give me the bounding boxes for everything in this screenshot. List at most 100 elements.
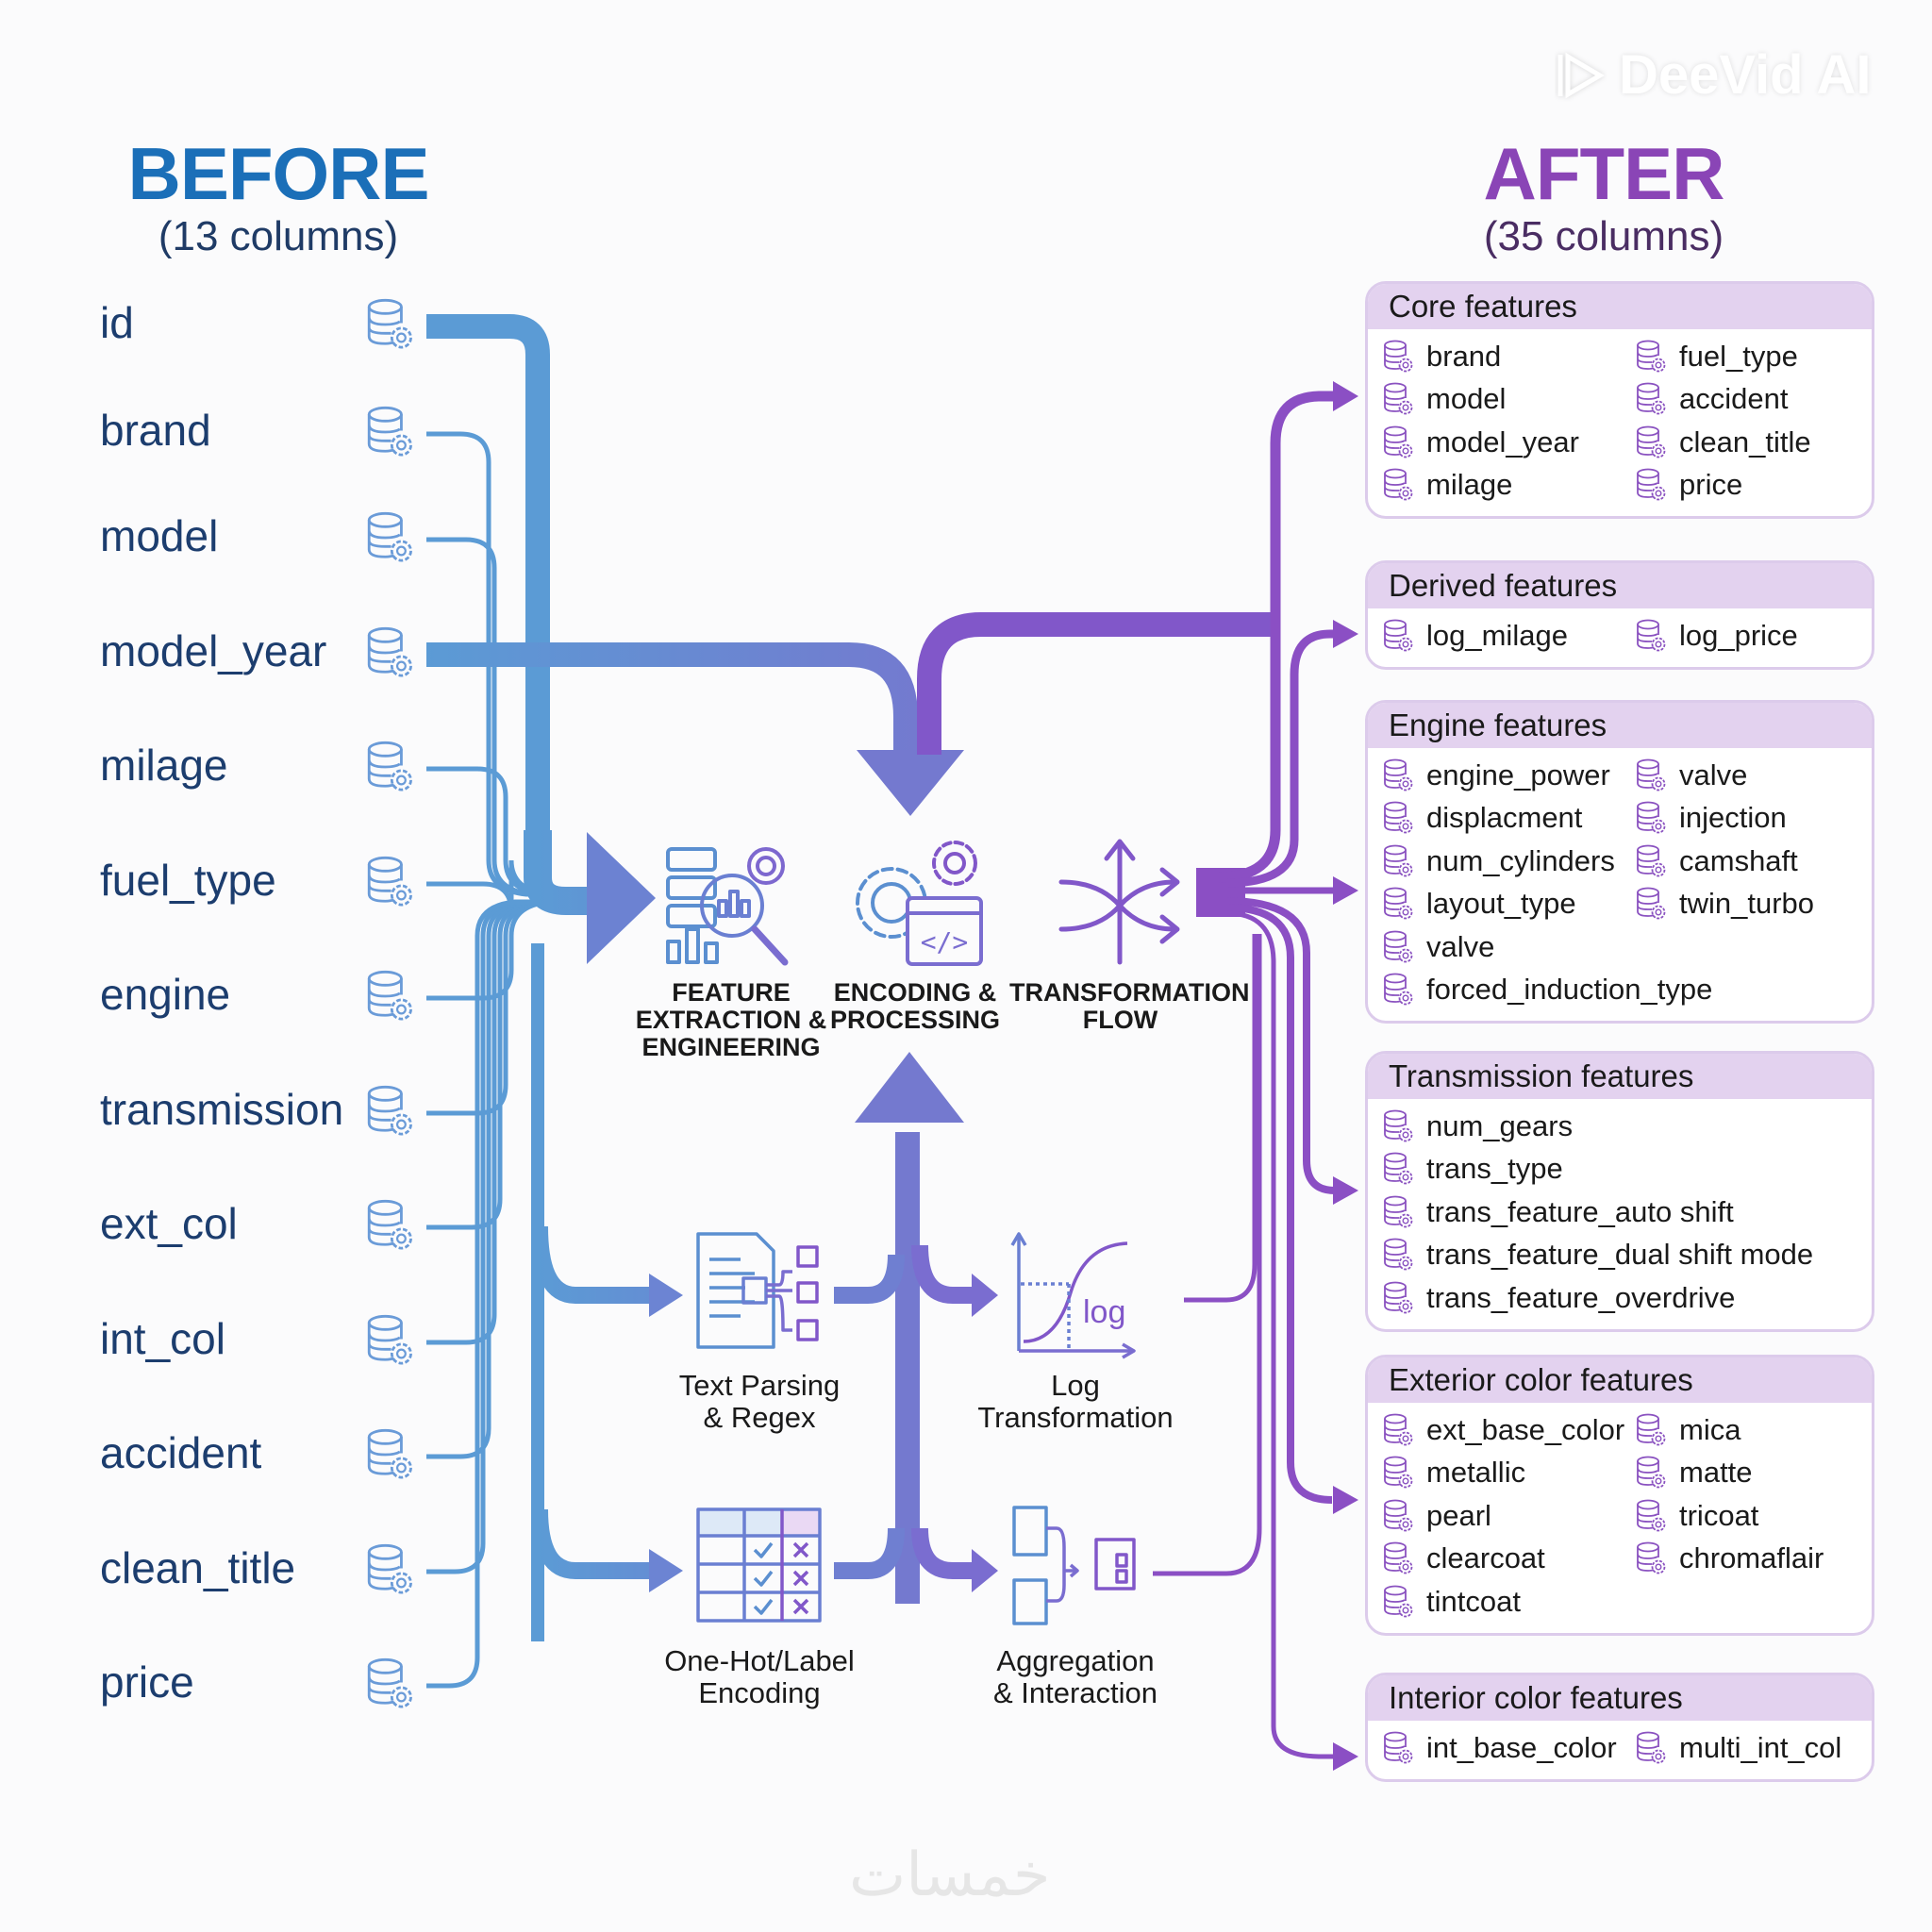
feature-name: accident <box>1679 382 1789 416</box>
arrow-down-encoding <box>857 750 964 816</box>
feature-item: engine_power <box>1383 754 1636 797</box>
to-transmission-features <box>1225 897 1336 1194</box>
feature-name: layout_type <box>1426 887 1576 921</box>
center-to-log <box>911 1244 972 1304</box>
feature-panel-title: Engine features <box>1368 703 1872 748</box>
empty-cell <box>1636 925 1860 969</box>
feature-name: valve <box>1426 929 1495 963</box>
arrow-right-text-parsing <box>649 1274 683 1317</box>
database-icon <box>1383 1456 1426 1490</box>
feature-name: engine_power <box>1426 758 1610 791</box>
source-column-label: engine <box>100 970 231 1019</box>
after-subtitle: (35 columns) <box>1483 213 1724 259</box>
database-icon <box>1383 425 1426 459</box>
feature-name: multi_int_col <box>1679 1730 1842 1764</box>
svg-text:</>: </> <box>921 926 969 958</box>
database-icon <box>366 1428 413 1481</box>
database-icon <box>366 1543 413 1596</box>
database-icon <box>1383 1281 1426 1315</box>
after-heading: AFTER (35 columns) <box>1406 134 1802 260</box>
database-icon <box>1383 1413 1426 1447</box>
database-icon <box>366 856 413 908</box>
to-derived-features <box>1225 629 1335 888</box>
feature-panel-title: Core features <box>1368 284 1872 329</box>
source-column-label: clean_title <box>100 1543 296 1592</box>
database-icon <box>366 1657 413 1710</box>
feature-item: tricoat <box>1636 1494 1860 1538</box>
database-icon <box>1383 844 1426 878</box>
feature-name: clearcoat <box>1426 1541 1545 1575</box>
feature-name: ext_base_color <box>1426 1412 1625 1446</box>
database-icon <box>1636 844 1679 878</box>
feature-panel-title: Exterior color features <box>1368 1357 1872 1403</box>
database-icon <box>1636 1499 1679 1533</box>
database-icon <box>1383 801 1426 835</box>
feature-item: camshaft <box>1636 840 1860 883</box>
source-column-label: milage <box>100 741 228 790</box>
database-icon <box>1636 758 1679 792</box>
source-column-label: id <box>100 298 134 347</box>
feature-name: milage <box>1426 468 1513 502</box>
feature-item: clearcoat <box>1383 1538 1636 1581</box>
feature-item: matte <box>1636 1452 1860 1495</box>
database-icon <box>1636 468 1679 502</box>
feature-name: camshaft <box>1679 843 1798 877</box>
feature-item: tintcoat <box>1383 1580 1636 1624</box>
one-hot-to-center <box>834 1527 905 1579</box>
feature-item: num_cylinders <box>1383 840 1636 883</box>
database-icon <box>1636 887 1679 921</box>
feature-item: displacment <box>1383 797 1636 841</box>
arrow-right-aggregation <box>972 1549 998 1592</box>
database-icon <box>1383 1109 1426 1143</box>
feature-item: metallic <box>1383 1452 1636 1495</box>
feature-name: tricoat <box>1679 1498 1759 1532</box>
before-title: BEFORE <box>127 132 429 215</box>
log-icon-text: log <box>1083 1294 1125 1330</box>
feature-name: twin_turbo <box>1679 887 1815 921</box>
feature-name: injection <box>1679 801 1787 835</box>
source-column-label: ext_col <box>100 1199 238 1248</box>
database-icon <box>366 1085 413 1138</box>
encoding-icon: </> <box>856 841 983 966</box>
feature-item: trans_feature_overdrive <box>1383 1276 1860 1320</box>
feature-panel-title: Derived features <box>1368 563 1872 608</box>
database-icon <box>1636 619 1679 653</box>
database-icon <box>366 970 413 1023</box>
branch-one-hot <box>531 1508 651 1579</box>
database-icon <box>1383 468 1426 502</box>
arrow-interior-features <box>1333 1742 1358 1771</box>
one-hot-table-icon <box>696 1507 822 1623</box>
feature-item: valve <box>1636 754 1860 797</box>
database-icon <box>1636 1413 1679 1447</box>
khamsat-watermark: خمسات <box>849 1840 1051 1908</box>
database-icon <box>366 406 413 458</box>
database-icon <box>1636 1456 1679 1490</box>
after-title: AFTER <box>1483 132 1725 215</box>
feature-name: pearl <box>1426 1498 1491 1532</box>
database-icon <box>366 741 413 793</box>
feature-name: trans_feature_overdrive <box>1426 1280 1736 1314</box>
feature-name: num_gears <box>1426 1108 1574 1142</box>
feature-item: injection <box>1636 797 1860 841</box>
feature-name: tintcoat <box>1426 1584 1521 1618</box>
feature-item: pearl <box>1383 1494 1636 1538</box>
to-exterior-features <box>1225 904 1333 1504</box>
database-icon <box>1383 1499 1426 1533</box>
center-to-aggregation <box>911 1527 972 1579</box>
feature-item: model <box>1383 378 1636 422</box>
input-line-model <box>426 537 566 897</box>
arrow-derived-features <box>1333 620 1358 648</box>
feature-item: trans_feature_dual shift mode <box>1383 1234 1860 1277</box>
database-icon <box>366 511 413 564</box>
arrow-right-log <box>972 1274 998 1317</box>
database-icon <box>1383 887 1426 921</box>
text-parsing-to-center <box>834 1254 905 1304</box>
feature-item: forced_induction_type <box>1383 969 1860 1012</box>
feature-name: num_cylinders <box>1426 843 1615 877</box>
